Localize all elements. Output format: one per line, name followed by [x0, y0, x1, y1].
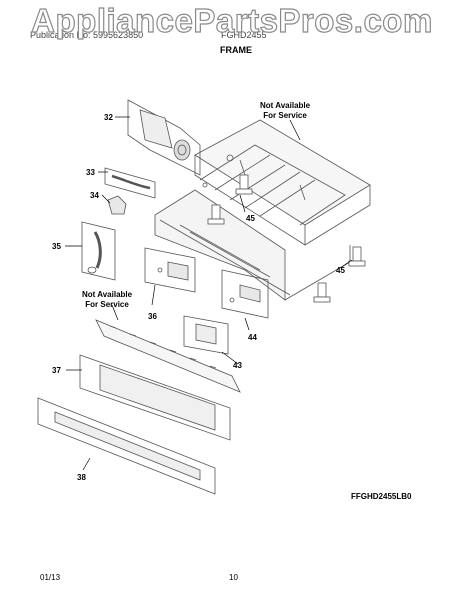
leveling-leg-c — [348, 246, 366, 267]
leveling-leg-d — [313, 282, 331, 303]
model-code: FFGHD2455LB0 — [351, 492, 412, 501]
part-37-group — [79, 354, 231, 441]
part-43-group — [183, 315, 229, 355]
callout-33: 33 — [86, 168, 95, 177]
callout-37: 37 — [52, 366, 61, 375]
callout-43: 43 — [233, 361, 242, 370]
section-title: FRAME — [220, 45, 252, 55]
callout-45-center: 45 — [246, 214, 255, 223]
callout-36: 36 — [148, 312, 157, 321]
part-38-group — [37, 397, 216, 495]
watermark-text: AppliancePartsPros.com — [31, 1, 433, 39]
not-available-label-panel: Not Available For Service — [82, 290, 133, 309]
callout-34: 34 — [90, 191, 99, 200]
part-32-group — [127, 99, 201, 176]
callout-35: 35 — [52, 242, 61, 251]
part-35-group — [81, 221, 116, 281]
callout-44: 44 — [248, 333, 257, 342]
callout-38: 38 — [77, 473, 86, 482]
footer-page-number: 10 — [229, 573, 238, 582]
part-33-group — [104, 167, 156, 199]
footer-date: 01/13 — [40, 573, 61, 582]
part-44-group — [221, 269, 269, 319]
leveling-leg-a — [235, 174, 253, 195]
leveling-leg-b — [207, 204, 225, 225]
publication-number: Publication No: 5995623850 — [30, 30, 144, 40]
part-36-group — [144, 247, 196, 293]
callout-32: 32 — [104, 113, 113, 122]
front-rail-panel — [95, 319, 241, 393]
not-available-label-frame: Not Available For Service — [260, 101, 311, 120]
callout-45-right: 45 — [336, 266, 345, 275]
frame-assembly — [154, 119, 371, 301]
model-number-header: FGHD2455 — [221, 30, 267, 40]
part-34-shape — [107, 195, 127, 215]
